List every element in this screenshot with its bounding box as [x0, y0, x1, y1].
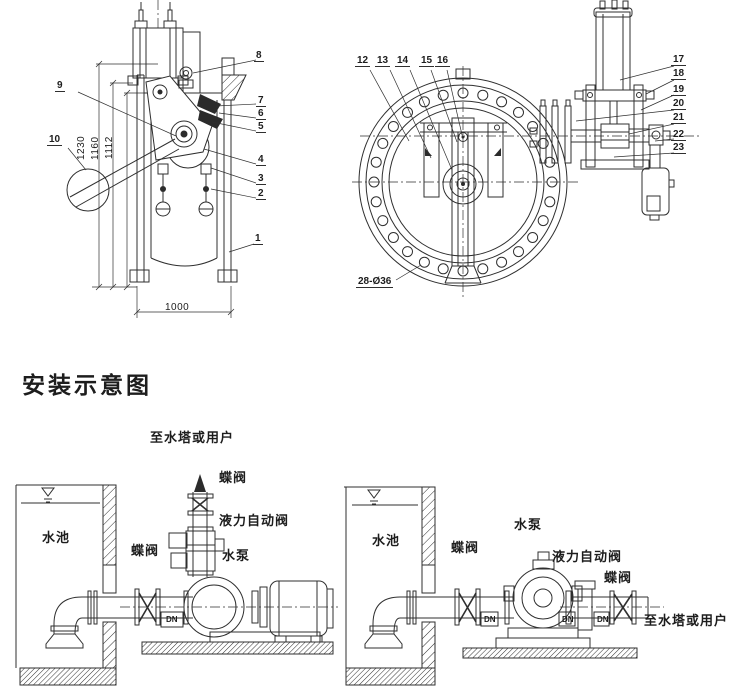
left-tank-label: 水池: [42, 530, 71, 545]
callout-12: 12: [355, 55, 371, 67]
right-dn-tag-2: DN: [562, 615, 574, 624]
callout-5: 5: [256, 121, 266, 133]
callout-8: 8: [254, 50, 264, 62]
right-dn-tag-1: DN: [484, 615, 496, 624]
dim-height-1160: 1160: [90, 136, 101, 160]
callout-14: 14: [395, 55, 411, 67]
callout-15: 15: [419, 55, 435, 67]
callout-18: 18: [671, 68, 687, 80]
right-tank-label: 水池: [372, 533, 401, 548]
callout-21: 21: [671, 112, 687, 124]
callout-17: 17: [671, 54, 687, 66]
right-butterfly-suction-label: 蝶阀: [451, 540, 480, 555]
callout-13: 13: [375, 55, 391, 67]
install-section-title: 安装示意图: [22, 372, 152, 398]
callout-10: 10: [47, 134, 63, 146]
callout-9: 9: [55, 80, 65, 92]
install-right-drawing: [344, 487, 664, 685]
left-hydraulic-valve-label: 液力自动阀: [219, 513, 290, 528]
callout-2: 2: [256, 188, 266, 200]
right-pump-label: 水泵: [514, 517, 543, 532]
callout-19: 19: [671, 84, 687, 96]
callout-22: 22: [671, 129, 687, 141]
bolt-pattern-note: 28-Ø36: [356, 276, 394, 288]
right-butterfly-outlet-label: 蝶阀: [604, 570, 633, 585]
right-dn-tag-3: DN: [597, 615, 609, 624]
callout-6: 6: [256, 108, 266, 120]
callout-20: 20: [671, 98, 687, 110]
left-dn-tag: DN: [166, 615, 178, 624]
callout-7: 7: [256, 95, 266, 107]
dim-width-1000: 1000: [165, 302, 190, 313]
callout-4: 4: [256, 154, 266, 166]
callout-16: 16: [435, 55, 451, 67]
dim-height-1230: 1230: [76, 135, 87, 161]
callout-3: 3: [256, 173, 266, 185]
right-to-tower-label: 至水塔或用户: [644, 613, 729, 628]
right-hydraulic-valve-label: 液力自动阀: [552, 549, 623, 564]
left-to-tower-label: 至水塔或用户: [150, 430, 235, 445]
install-left-drawing: [16, 474, 338, 685]
left-pump-label: 水泵: [222, 548, 251, 563]
dim-height-1112: 1112: [104, 136, 115, 160]
side-view-drawing: [67, 0, 256, 318]
callout-23: 23: [671, 142, 687, 154]
callout-1: 1: [253, 233, 263, 245]
left-butterfly-suction-label: 蝶阀: [131, 543, 160, 558]
front-view-drawing: [352, 0, 700, 298]
left-butterfly-top-label: 蝶阀: [219, 470, 248, 485]
